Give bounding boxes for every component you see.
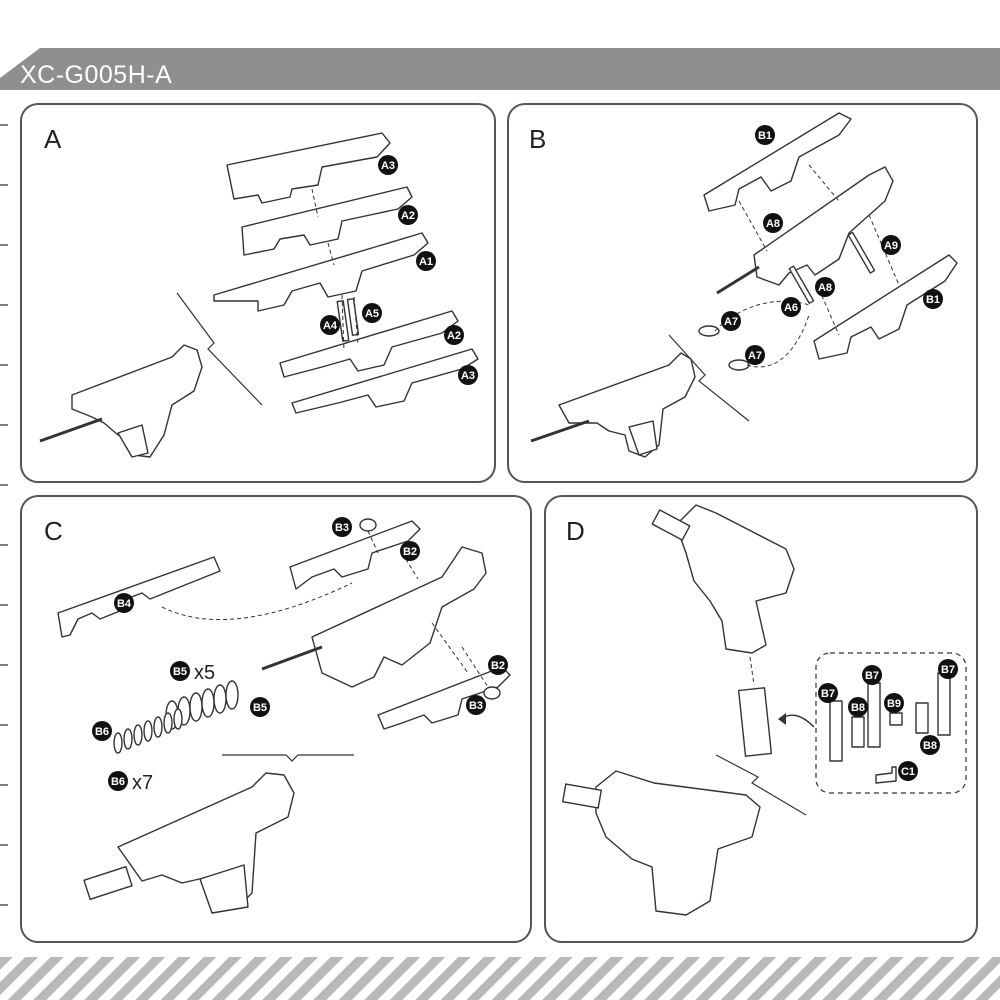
panel-d: D B7 B7 B8 B9 B8 <box>544 495 978 943</box>
part-c1 <box>875 766 897 784</box>
core-frame-b <box>753 166 894 286</box>
plate-a1 <box>213 232 429 312</box>
part-label: B3 <box>335 522 349 534</box>
part-label: B7 <box>865 670 879 682</box>
part-label: A2 <box>401 210 415 222</box>
spring-end-b3-bottom <box>483 686 501 700</box>
plate-b2-top <box>289 520 421 590</box>
barrel-d-bottom <box>562 783 602 809</box>
part-label: B2 <box>403 546 417 558</box>
part-label: B5 <box>173 666 187 678</box>
part-label: C1 <box>901 766 915 778</box>
part-label: B7 <box>821 688 835 700</box>
part-label: A3 <box>381 160 395 172</box>
magazine <box>737 687 773 757</box>
assembled-frame-d-bottom <box>595 770 761 916</box>
plate-a3-bottom <box>291 348 479 414</box>
pin-a9 <box>847 231 876 274</box>
part-label: B3 <box>469 700 483 712</box>
part-label: B5 <box>253 702 267 714</box>
part-labels-c: B3 B2 B4 B5 B5 B6 B2 B3 B6 <box>92 517 508 791</box>
part-label: B6 <box>95 726 109 738</box>
quantity-b6: x7 <box>132 772 153 794</box>
part-label: B2 <box>491 660 505 672</box>
part-a7-upper <box>698 325 720 337</box>
assembly-diagram-d: B7 B7 B8 B9 B8 B7 C1 <box>562 504 967 916</box>
part-label: A1 <box>419 256 433 268</box>
assembled-frame-d-top <box>675 504 795 654</box>
part-label: A7 <box>748 350 762 362</box>
plate-a2-top <box>241 186 413 256</box>
part-label: B6 <box>111 776 125 788</box>
pin-a4 <box>336 300 350 342</box>
assembly-diagram-b: B1 A8 A9 A8 A6 A7 A7 B1 <box>530 112 958 458</box>
part-a7-lower <box>728 359 750 371</box>
pin-a5 <box>346 298 360 336</box>
spring-b6 <box>113 708 183 754</box>
panel-c: C <box>20 495 532 943</box>
part-label: A2 <box>447 330 461 342</box>
panel-b: B B1 A8 A9 A8 A6 A7 A7 <box>507 103 978 483</box>
panel-letter: C <box>44 516 63 546</box>
panel-letter: A <box>44 124 62 154</box>
part-label: B7 <box>941 664 955 676</box>
assembled-frame-b <box>558 352 696 458</box>
part-label: A3 <box>461 370 475 382</box>
part-label: A9 <box>884 240 898 252</box>
plate-a3-top <box>226 132 391 204</box>
page-title: XC-G005H-A <box>20 61 173 89</box>
barrel-d-top <box>651 509 691 541</box>
footer-stripe-bar <box>0 957 1000 1000</box>
part-b7-middle <box>867 682 881 748</box>
parts-group-outline <box>815 652 967 794</box>
part-label: B8 <box>923 740 937 752</box>
quantity-b5: x5 <box>194 662 215 684</box>
part-label: A8 <box>766 218 780 230</box>
header-notch <box>0 48 40 78</box>
part-labels-b: B1 A8 A9 A8 A6 A7 A7 B1 <box>721 125 943 365</box>
part-b7-right <box>937 672 951 736</box>
part-label: A7 <box>724 316 738 328</box>
assembly-diagram-c: B3 B2 B4 B5 B5 B6 B2 B3 B6 x5 x7 <box>57 517 511 914</box>
plate-b1-bottom <box>813 254 958 360</box>
pin-a6 <box>788 265 815 305</box>
part-b9 <box>889 712 903 726</box>
panel-letter: B <box>529 124 547 154</box>
part-label: A5 <box>365 308 379 320</box>
side-ruler-ticks <box>0 124 8 906</box>
divider-line <box>668 334 750 422</box>
panel-a: A A3 A2 A1 A4 A5 A2 <box>20 103 496 483</box>
part-label: B8 <box>851 702 865 714</box>
core-frame-c <box>311 546 487 688</box>
header-bar <box>0 48 1000 90</box>
assembly-diagram-a: A3 A2 A1 A4 A5 A2 A3 <box>39 132 479 458</box>
part-labels-d: B7 B7 B8 B9 B8 B7 C1 <box>818 659 958 781</box>
part-label: B4 <box>117 598 132 610</box>
part-label: B9 <box>887 698 901 710</box>
spring-end-b3-top <box>359 518 377 532</box>
part-label: B1 <box>926 294 940 306</box>
strip-b4 <box>57 556 221 638</box>
part-label: A6 <box>784 302 798 314</box>
plate-b1-top <box>703 112 852 212</box>
plate-b2-bottom <box>377 666 511 730</box>
assembled-frame-c <box>117 772 295 910</box>
divider-line <box>222 754 354 762</box>
part-label: A4 <box>323 320 338 332</box>
threaded-barrel <box>83 865 133 901</box>
divider-line <box>176 292 263 406</box>
part-b7-left <box>829 700 843 762</box>
divider-line <box>715 754 807 816</box>
plate-a2-bottom <box>279 310 459 378</box>
part-b8-left <box>851 716 865 748</box>
part-label: B1 <box>758 130 772 142</box>
panel-letter: D <box>566 516 585 546</box>
part-b8-right <box>915 702 929 734</box>
part-labels-a: A3 A2 A1 A4 A5 A2 A3 <box>320 155 478 385</box>
part-label: A8 <box>818 282 832 294</box>
